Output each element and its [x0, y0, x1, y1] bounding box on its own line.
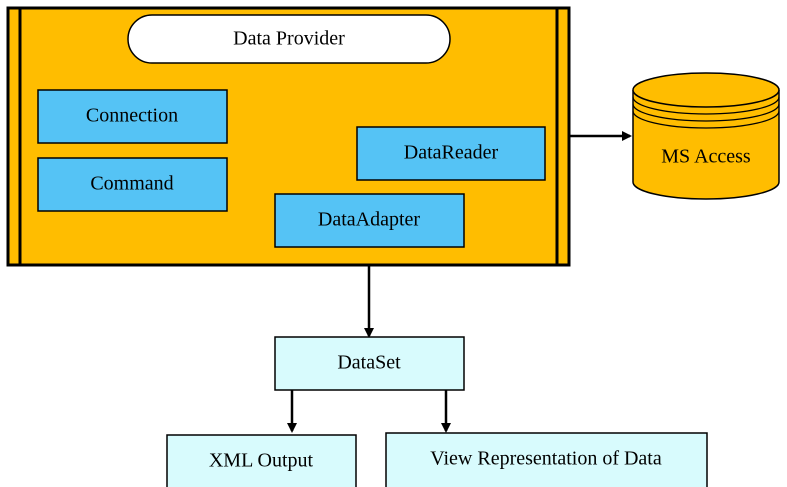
- command-box: Command: [37, 157, 228, 212]
- dataset-box: DataSet: [274, 336, 465, 391]
- view-representation-box: View Representation of Data: [385, 432, 708, 487]
- dataadapter-box: DataAdapter: [274, 193, 465, 248]
- connection-label: Connection: [86, 105, 178, 127]
- view-representation-label: View Representation of Data: [430, 448, 662, 470]
- provider-title-pill: [127, 14, 451, 64]
- database-label: MS Access: [661, 146, 751, 168]
- provider-title: Data Provider: [233, 28, 345, 50]
- data-provider-box: Data Provider Connection Command DataRea…: [6, 6, 571, 267]
- datareader-box: DataReader: [356, 126, 546, 181]
- database-body: [632, 90, 780, 200]
- connection-box: Connection: [37, 89, 228, 144]
- xml-output-label: XML Output: [209, 450, 314, 472]
- dataset-label: DataSet: [337, 352, 401, 374]
- database-top: [632, 72, 780, 108]
- datareader-label: DataReader: [404, 142, 499, 164]
- dataadapter-label: DataAdapter: [318, 209, 421, 231]
- database-cylinder: MS Access: [632, 72, 780, 200]
- command-label: Command: [90, 173, 173, 195]
- xml-output-box: XML Output: [166, 434, 357, 487]
